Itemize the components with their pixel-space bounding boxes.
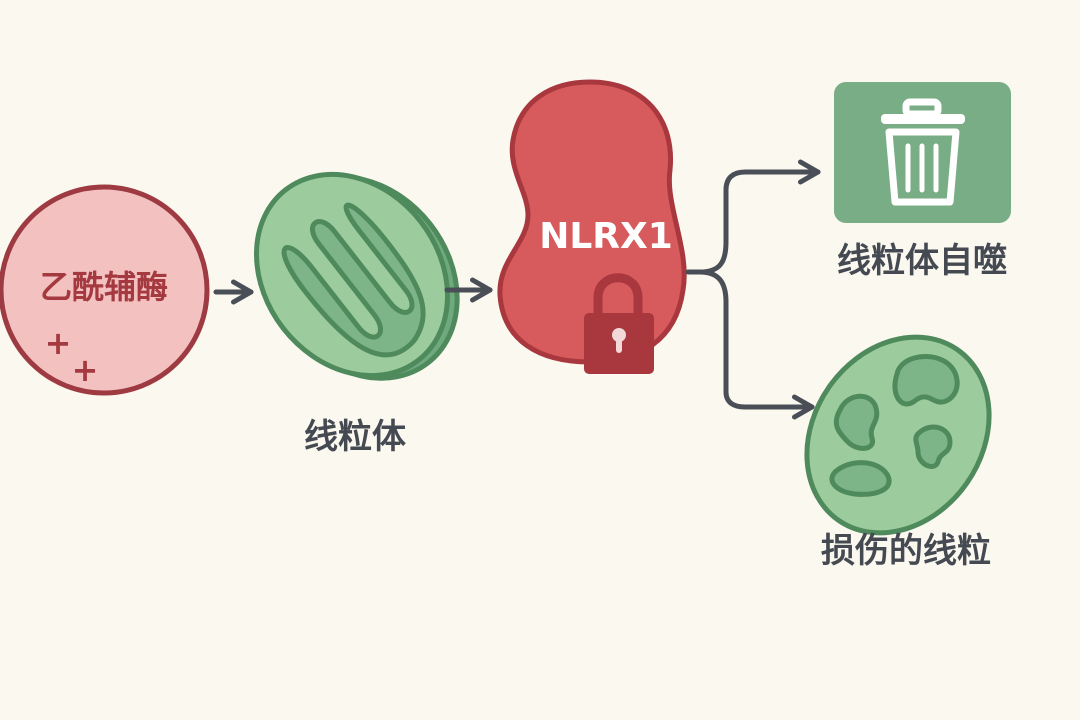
mitophagy-node bbox=[834, 82, 1011, 223]
branch-connector bbox=[697, 269, 815, 420]
branch-connector bbox=[685, 159, 821, 275]
mitophagy-label: 线粒体自噬 bbox=[837, 241, 1007, 281]
acetyl-coa-node: 乙酰辅酶 + + bbox=[0, 184, 210, 396]
mitochondrion-node bbox=[253, 171, 460, 381]
plus-mark: + bbox=[45, 324, 72, 362]
lock-icon bbox=[584, 273, 654, 374]
damaged-mitochondrion-label: 损伤的线粒 bbox=[821, 531, 991, 571]
nlrx1-label: NLRX1 bbox=[539, 216, 673, 257]
acetyl-coa-label: 乙酰辅酶 bbox=[40, 268, 168, 306]
trash-icon bbox=[881, 98, 965, 206]
nlrx1-node: NLRX1 bbox=[497, 79, 687, 374]
plus-mark: + bbox=[72, 351, 99, 389]
damaged-mitochondrion-node bbox=[804, 334, 992, 536]
mitochondrion-label: 线粒体 bbox=[304, 417, 406, 457]
